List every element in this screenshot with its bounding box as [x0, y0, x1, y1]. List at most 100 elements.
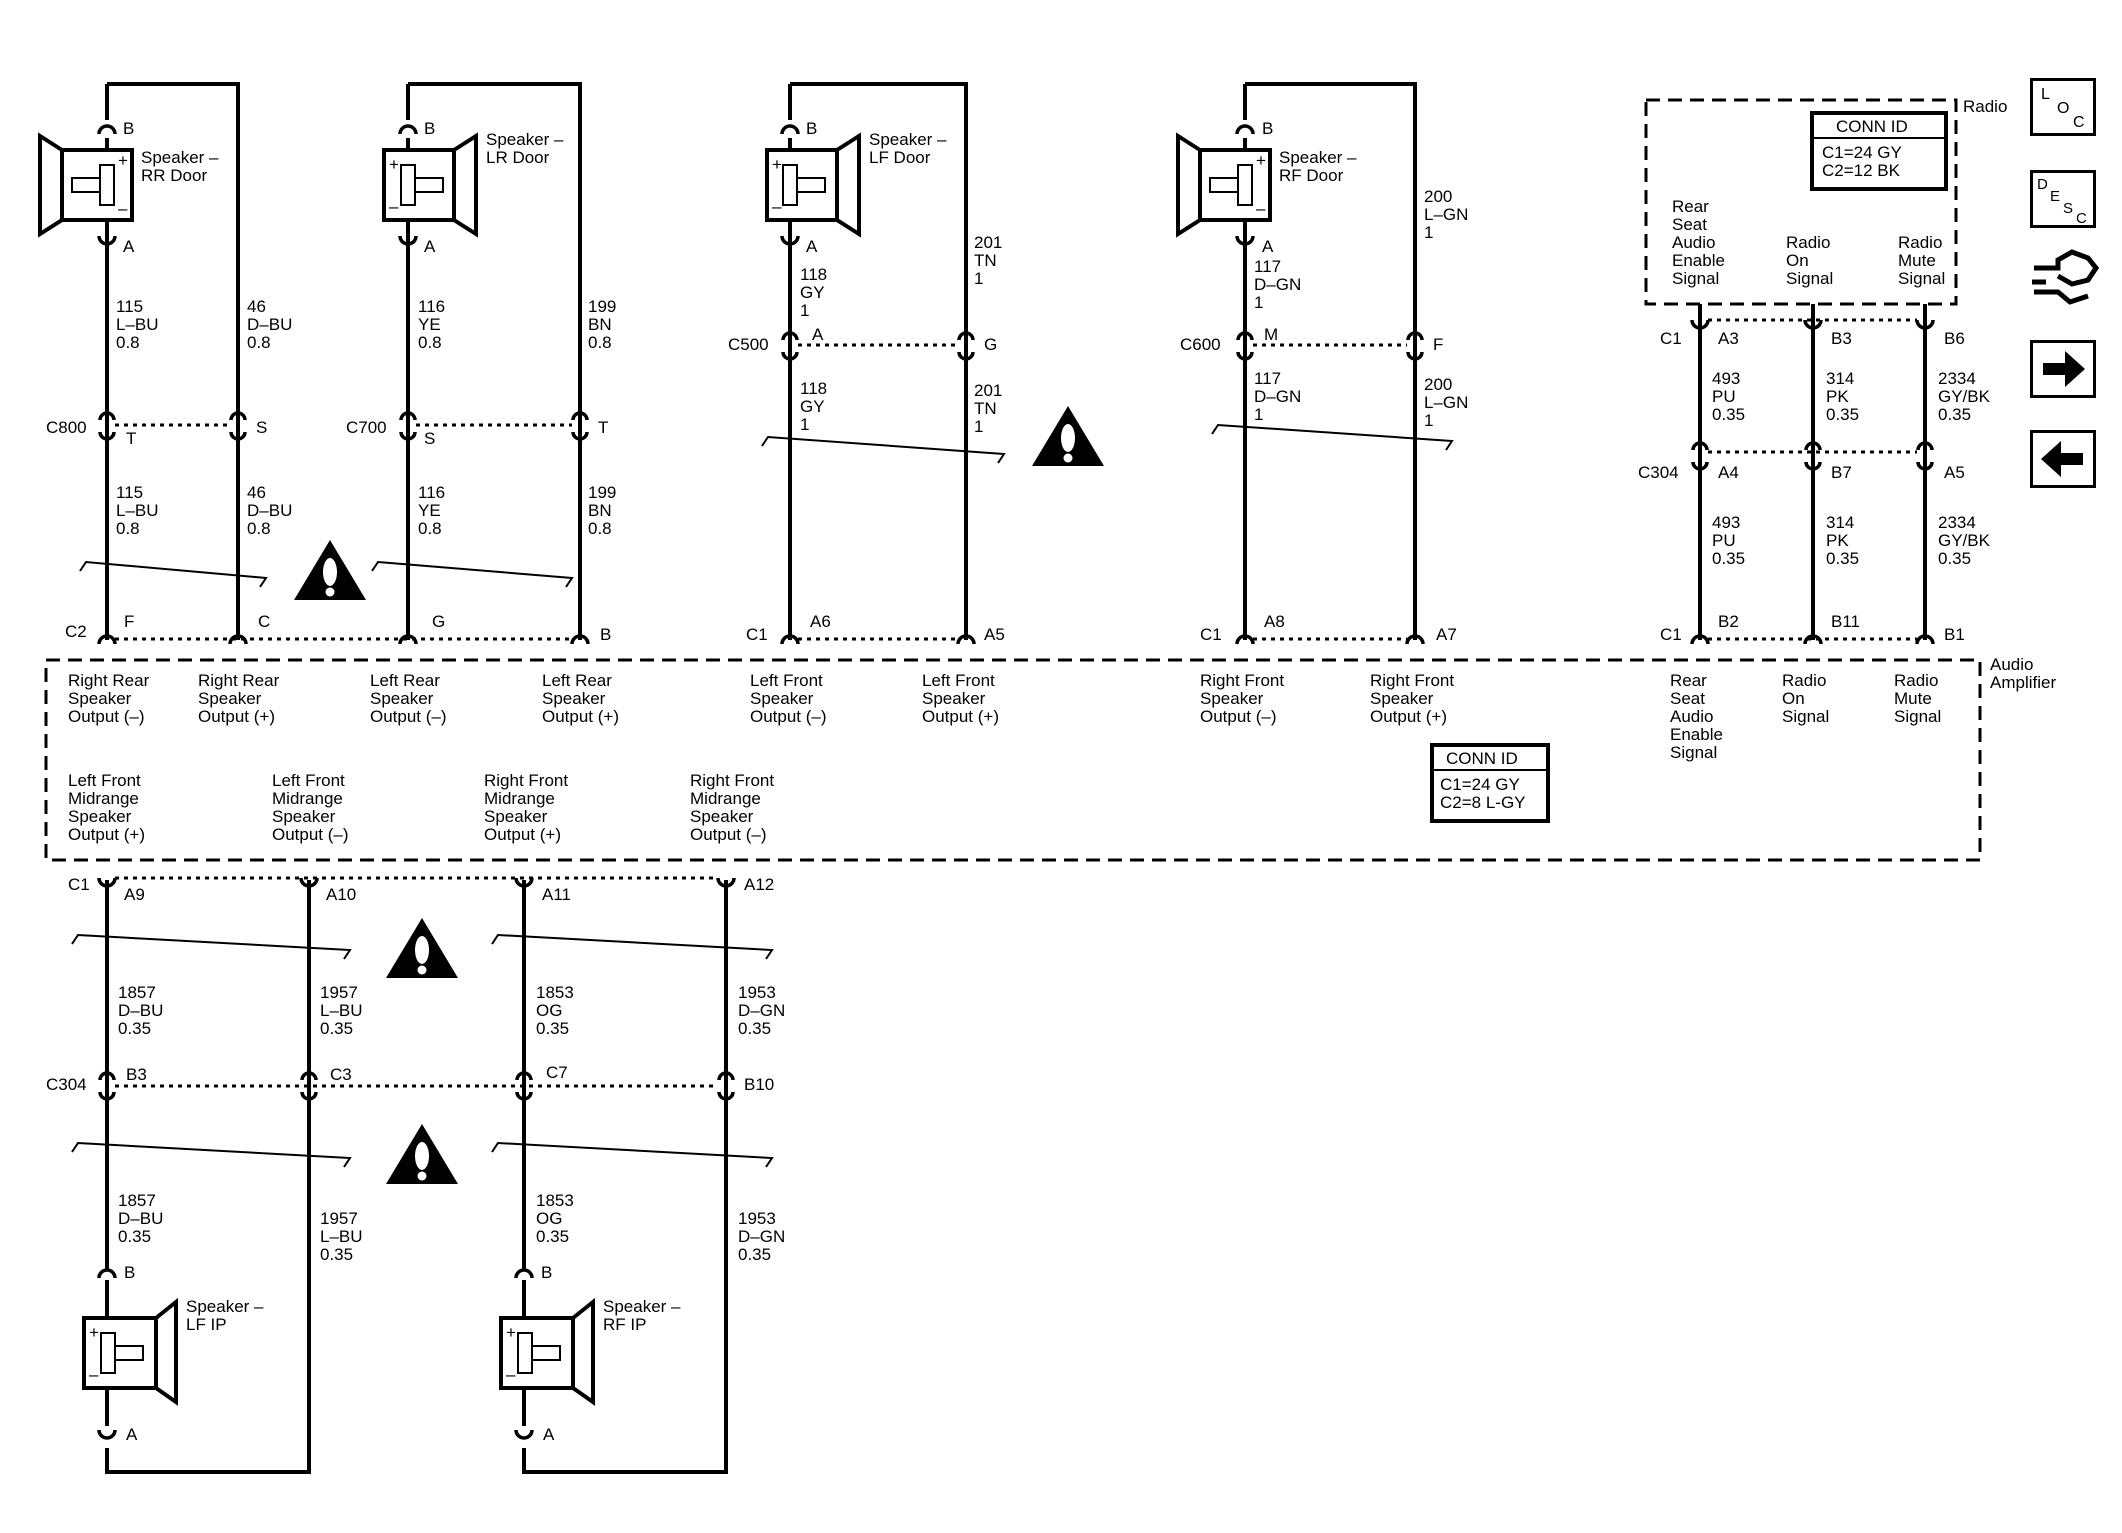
speaker-label: Speaker –: [141, 148, 219, 167]
svg-text:0.35: 0.35: [738, 1245, 771, 1264]
svg-text:S: S: [2063, 200, 2073, 217]
svg-text:O: O: [2057, 100, 2069, 117]
svg-text:C800: C800: [46, 418, 87, 437]
location-icon[interactable]: L O C: [2030, 78, 2096, 136]
description-icon[interactable]: D E S C: [2030, 170, 2096, 228]
svg-text:Rear: Rear: [1670, 671, 1707, 690]
svg-text:YE: YE: [418, 501, 441, 520]
svg-text:0.8: 0.8: [418, 519, 442, 538]
svg-text:F: F: [124, 612, 134, 631]
svg-text:GY: GY: [800, 397, 825, 416]
svg-text:Enable: Enable: [1670, 725, 1723, 744]
svg-text:B: B: [541, 1263, 552, 1282]
svg-text:S: S: [424, 429, 435, 448]
svg-text:A4: A4: [1718, 463, 1739, 482]
svg-text:C: C: [2073, 114, 2085, 131]
svg-text:CONN ID: CONN ID: [1836, 117, 1908, 136]
svg-text:E: E: [2050, 188, 2060, 205]
svg-text:B6: B6: [1944, 329, 1965, 348]
svg-text:0.8: 0.8: [247, 333, 271, 352]
svg-text:A: A: [812, 325, 824, 344]
svg-text:Left Front: Left Front: [750, 671, 823, 690]
svg-text:+: +: [506, 1323, 516, 1342]
svg-text:Seat: Seat: [1672, 215, 1707, 234]
svg-text:Output (–): Output (–): [750, 707, 827, 726]
svg-text:LF IP: LF IP: [186, 1315, 227, 1334]
svg-text:+: +: [1256, 151, 1266, 170]
svg-text:C1=24 GY: C1=24 GY: [1440, 775, 1520, 794]
svg-text:C3: C3: [330, 1065, 352, 1084]
audio-amplifier: Audio Amplifier Right Rear Speaker Outpu…: [44, 655, 2056, 862]
svg-text:Output (+): Output (+): [68, 825, 145, 844]
svg-text:L–BU: L–BU: [320, 1227, 363, 1246]
svg-text:L–GN: L–GN: [1424, 393, 1468, 412]
svg-text:115: 115: [116, 483, 143, 502]
svg-text:Speaker: Speaker: [370, 689, 434, 708]
svg-text:GY: GY: [800, 283, 825, 302]
svg-text:A6: A6: [810, 612, 831, 631]
svg-text:Speaker: Speaker: [690, 807, 754, 826]
svg-text:Speaker: Speaker: [68, 689, 132, 708]
svg-text:1: 1: [800, 415, 809, 434]
svg-text:0.35: 0.35: [118, 1227, 151, 1246]
svg-text:0.8: 0.8: [588, 519, 612, 538]
back-arrow-icon[interactable]: [2030, 430, 2096, 488]
svg-text:C1: C1: [68, 875, 90, 894]
svg-text:+: +: [118, 151, 128, 170]
svg-text:1: 1: [974, 417, 983, 436]
svg-text:46: 46: [247, 297, 266, 316]
svg-text:D: D: [2037, 176, 2048, 193]
svg-text:Left Front: Left Front: [272, 771, 345, 790]
next-arrow-icon[interactable]: [2030, 340, 2096, 398]
svg-text:Speaker: Speaker: [68, 807, 132, 826]
svg-text:118: 118: [800, 379, 827, 398]
svg-text:1: 1: [974, 269, 983, 288]
svg-text:C700: C700: [346, 418, 387, 437]
svg-text:CONN ID: CONN ID: [1446, 749, 1518, 768]
svg-text:B2: B2: [1718, 612, 1739, 631]
svg-text:A7: A7: [1436, 625, 1457, 644]
svg-text:M: M: [1264, 325, 1278, 344]
svg-text:B: B: [123, 119, 134, 138]
wire-label-116: 116 YE 0.8: [418, 297, 445, 352]
svg-text:Right Front: Right Front: [484, 771, 568, 790]
svg-text:BN: BN: [588, 501, 612, 520]
svg-text:T: T: [598, 418, 608, 437]
svg-text:Audio: Audio: [1990, 655, 2033, 674]
svg-text:117: 117: [1254, 369, 1281, 388]
svg-text:C2=12 BK: C2=12 BK: [1822, 161, 1901, 180]
svg-text:Right Rear: Right Rear: [68, 671, 150, 690]
svg-text:B: B: [124, 1263, 135, 1282]
svg-text:A3: A3: [1718, 329, 1739, 348]
wire-label-199: 199 BN 0.8: [588, 297, 616, 352]
svg-text:0.35: 0.35: [1826, 405, 1859, 424]
svg-text:PK: PK: [1826, 387, 1849, 406]
svg-text:Radio: Radio: [1898, 233, 1942, 252]
svg-text:–: –: [89, 1365, 99, 1384]
svg-text:Speaker: Speaker: [750, 689, 814, 708]
svg-text:–: –: [506, 1365, 516, 1384]
svg-text:Speaker: Speaker: [272, 807, 336, 826]
svg-text:D–GN: D–GN: [1254, 275, 1301, 294]
svg-text:Speaker –: Speaker –: [486, 130, 564, 149]
svg-text:1: 1: [1254, 293, 1263, 312]
svg-text:C304: C304: [1638, 463, 1679, 482]
svg-text:S: S: [256, 418, 267, 437]
svg-text:1: 1: [1424, 411, 1433, 430]
svg-text:BN: BN: [588, 315, 612, 334]
svg-text:B: B: [424, 119, 435, 138]
svg-text:Speaker: Speaker: [1370, 689, 1434, 708]
svg-text:1: 1: [1254, 405, 1263, 424]
svg-text:201: 201: [974, 233, 1002, 252]
svg-text:G: G: [432, 612, 445, 631]
svg-text:A: A: [806, 237, 818, 256]
svg-text:L–BU: L–BU: [320, 1001, 363, 1020]
svg-text:314: 314: [1826, 513, 1854, 532]
svg-text:D–GN: D–GN: [738, 1227, 785, 1246]
harness-icon[interactable]: [2028, 246, 2100, 316]
svg-text:OG: OG: [536, 1001, 562, 1020]
svg-text:C: C: [258, 612, 270, 631]
svg-text:116: 116: [418, 297, 445, 316]
svg-text:C304: C304: [46, 1075, 87, 1094]
svg-text:Left Front: Left Front: [922, 671, 995, 690]
